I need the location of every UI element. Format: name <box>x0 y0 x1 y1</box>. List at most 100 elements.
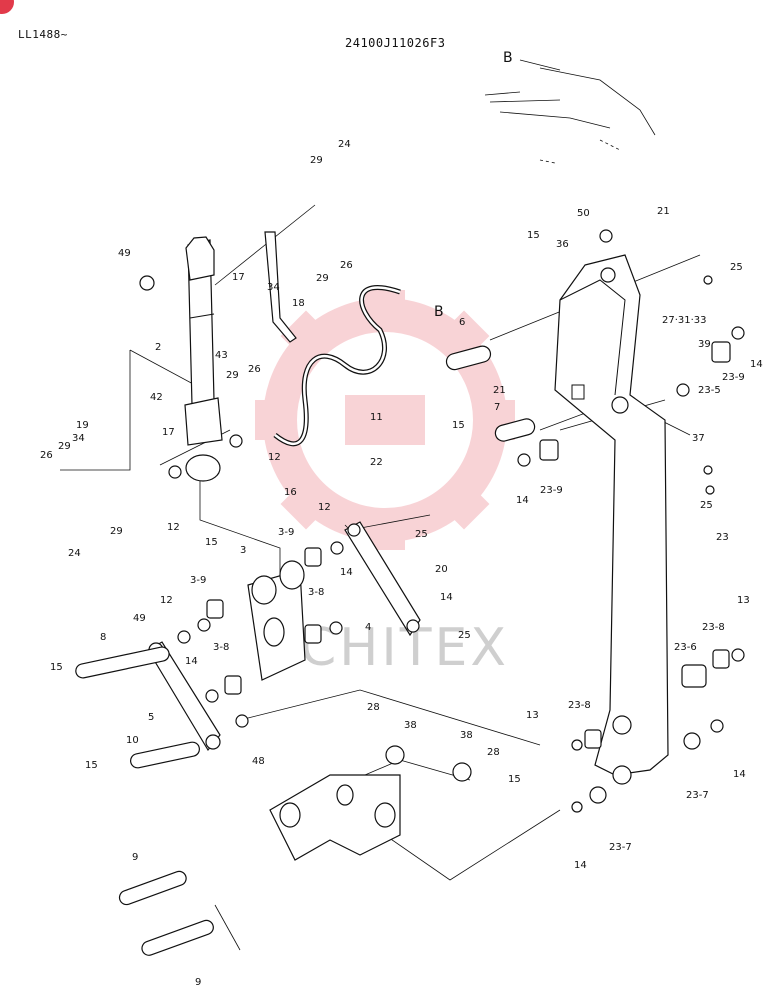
label-29d: 29 <box>58 441 71 452</box>
label-28b: 28 <box>487 747 500 758</box>
label-15e: 15 <box>85 760 98 771</box>
label-42: 42 <box>150 392 163 403</box>
label-b-hose: B <box>434 304 444 320</box>
label-37: 37 <box>692 433 705 444</box>
label-15c: 15 <box>205 537 218 548</box>
label-17b: 17 <box>162 427 175 438</box>
reference-code: LL1488~ <box>18 28 68 41</box>
label-36: 36 <box>556 239 569 250</box>
label-5: 5 <box>148 712 154 723</box>
label-3-9b: 3-9 <box>190 575 206 586</box>
label-25d: 25 <box>458 630 471 641</box>
label-29a: 29 <box>310 155 323 166</box>
label-38a: 38 <box>404 720 417 731</box>
bushings <box>139 229 745 813</box>
label-15d: 15 <box>50 662 63 673</box>
link-5 <box>147 641 221 752</box>
label-3-8b: 3-8 <box>213 642 229 653</box>
drawing-number: 24100J11026F3 <box>345 36 446 50</box>
label-3-8a: 3-8 <box>308 587 324 598</box>
label-38b: 38 <box>460 730 473 741</box>
pins <box>75 345 536 956</box>
hose-11 <box>273 284 401 447</box>
label-23-6: 23-6 <box>674 642 697 653</box>
label-48: 48 <box>252 756 265 767</box>
label-21a: 21 <box>657 206 670 217</box>
label-13b: 13 <box>526 710 539 721</box>
label-19: 19 <box>76 420 89 431</box>
label-29e: 29 <box>110 526 123 537</box>
label-26c: 26 <box>40 450 53 461</box>
label-25a: 25 <box>730 262 743 273</box>
label-14d: 14 <box>185 656 198 667</box>
label-2: 2 <box>155 342 161 353</box>
label-4: 4 <box>365 622 371 633</box>
label-49b: 49 <box>133 613 146 624</box>
label-6: 6 <box>459 317 465 328</box>
label-23: 23 <box>716 532 729 543</box>
label-3: 3 <box>240 545 246 556</box>
label-27-31-33: 27·31·33 <box>662 315 707 326</box>
label-28a: 28 <box>367 702 380 713</box>
label-23-8a: 23-8 <box>702 622 725 633</box>
label-14b: 14 <box>516 495 529 506</box>
label-23-8b: 23-8 <box>568 700 591 711</box>
label-7: 7 <box>494 402 500 413</box>
label-23-9b: 23-9 <box>540 485 563 496</box>
label-15f: 15 <box>508 774 521 785</box>
watermark-gear-icon <box>255 290 515 550</box>
label-b-detail: B <box>503 50 513 66</box>
label-12c: 12 <box>318 502 331 513</box>
pipe-18 <box>264 231 297 343</box>
label-23-7b: 23-7 <box>609 842 632 853</box>
label-26a: 26 <box>340 260 353 271</box>
label-23-7a: 23-7 <box>686 790 709 801</box>
label-11: 11 <box>370 412 383 423</box>
label-14c: 14 <box>340 567 353 578</box>
link-3 <box>247 560 306 681</box>
label-14e: 14 <box>733 769 746 780</box>
label-12d: 12 <box>160 595 173 606</box>
label-22: 22 <box>370 457 383 468</box>
label-29b: 29 <box>316 273 329 284</box>
label-17a: 17 <box>232 272 245 283</box>
label-34b: 34 <box>72 433 85 444</box>
label-25b: 25 <box>700 500 713 511</box>
label-15b: 15 <box>452 420 465 431</box>
label-23-5: 23-5 <box>698 385 721 396</box>
label-39: 39 <box>698 339 711 350</box>
label-50: 50 <box>577 208 590 219</box>
label-29c: 29 <box>226 370 239 381</box>
label-13a: 13 <box>737 595 750 606</box>
label-43: 43 <box>215 350 228 361</box>
label-24b: 24 <box>68 548 81 559</box>
label-10: 10 <box>126 735 139 746</box>
label-21b: 21 <box>493 385 506 396</box>
label-16: 16 <box>284 487 297 498</box>
label-20: 20 <box>435 564 448 575</box>
label-24a: 24 <box>338 139 351 150</box>
label-26b: 26 <box>248 364 261 375</box>
label-8: 8 <box>100 632 106 643</box>
label-15a: 15 <box>527 230 540 241</box>
boom-23 <box>554 254 669 785</box>
label-34a: 34 <box>267 282 280 293</box>
label-14f: 14 <box>574 860 587 871</box>
label-12b: 12 <box>167 522 180 533</box>
label-12a: 12 <box>268 452 281 463</box>
callout-labels: 2 3 3-8 3-8 3-9 3-9 4 5 6 7 8 9 9 10 11 … <box>40 50 763 988</box>
cylinder-2 <box>184 236 223 482</box>
label-14g: 14 <box>440 592 453 603</box>
label-9a: 9 <box>132 852 138 863</box>
label-14a: 14 <box>750 359 763 370</box>
label-49a: 49 <box>118 248 131 259</box>
label-18: 18 <box>292 298 305 309</box>
link-4 <box>344 521 421 637</box>
label-25c: 25 <box>415 529 428 540</box>
label-3-9a: 3-9 <box>278 527 294 538</box>
label-23-9a: 23-9 <box>722 372 745 383</box>
bracket-mount <box>269 774 401 861</box>
label-9b: 9 <box>195 977 201 988</box>
